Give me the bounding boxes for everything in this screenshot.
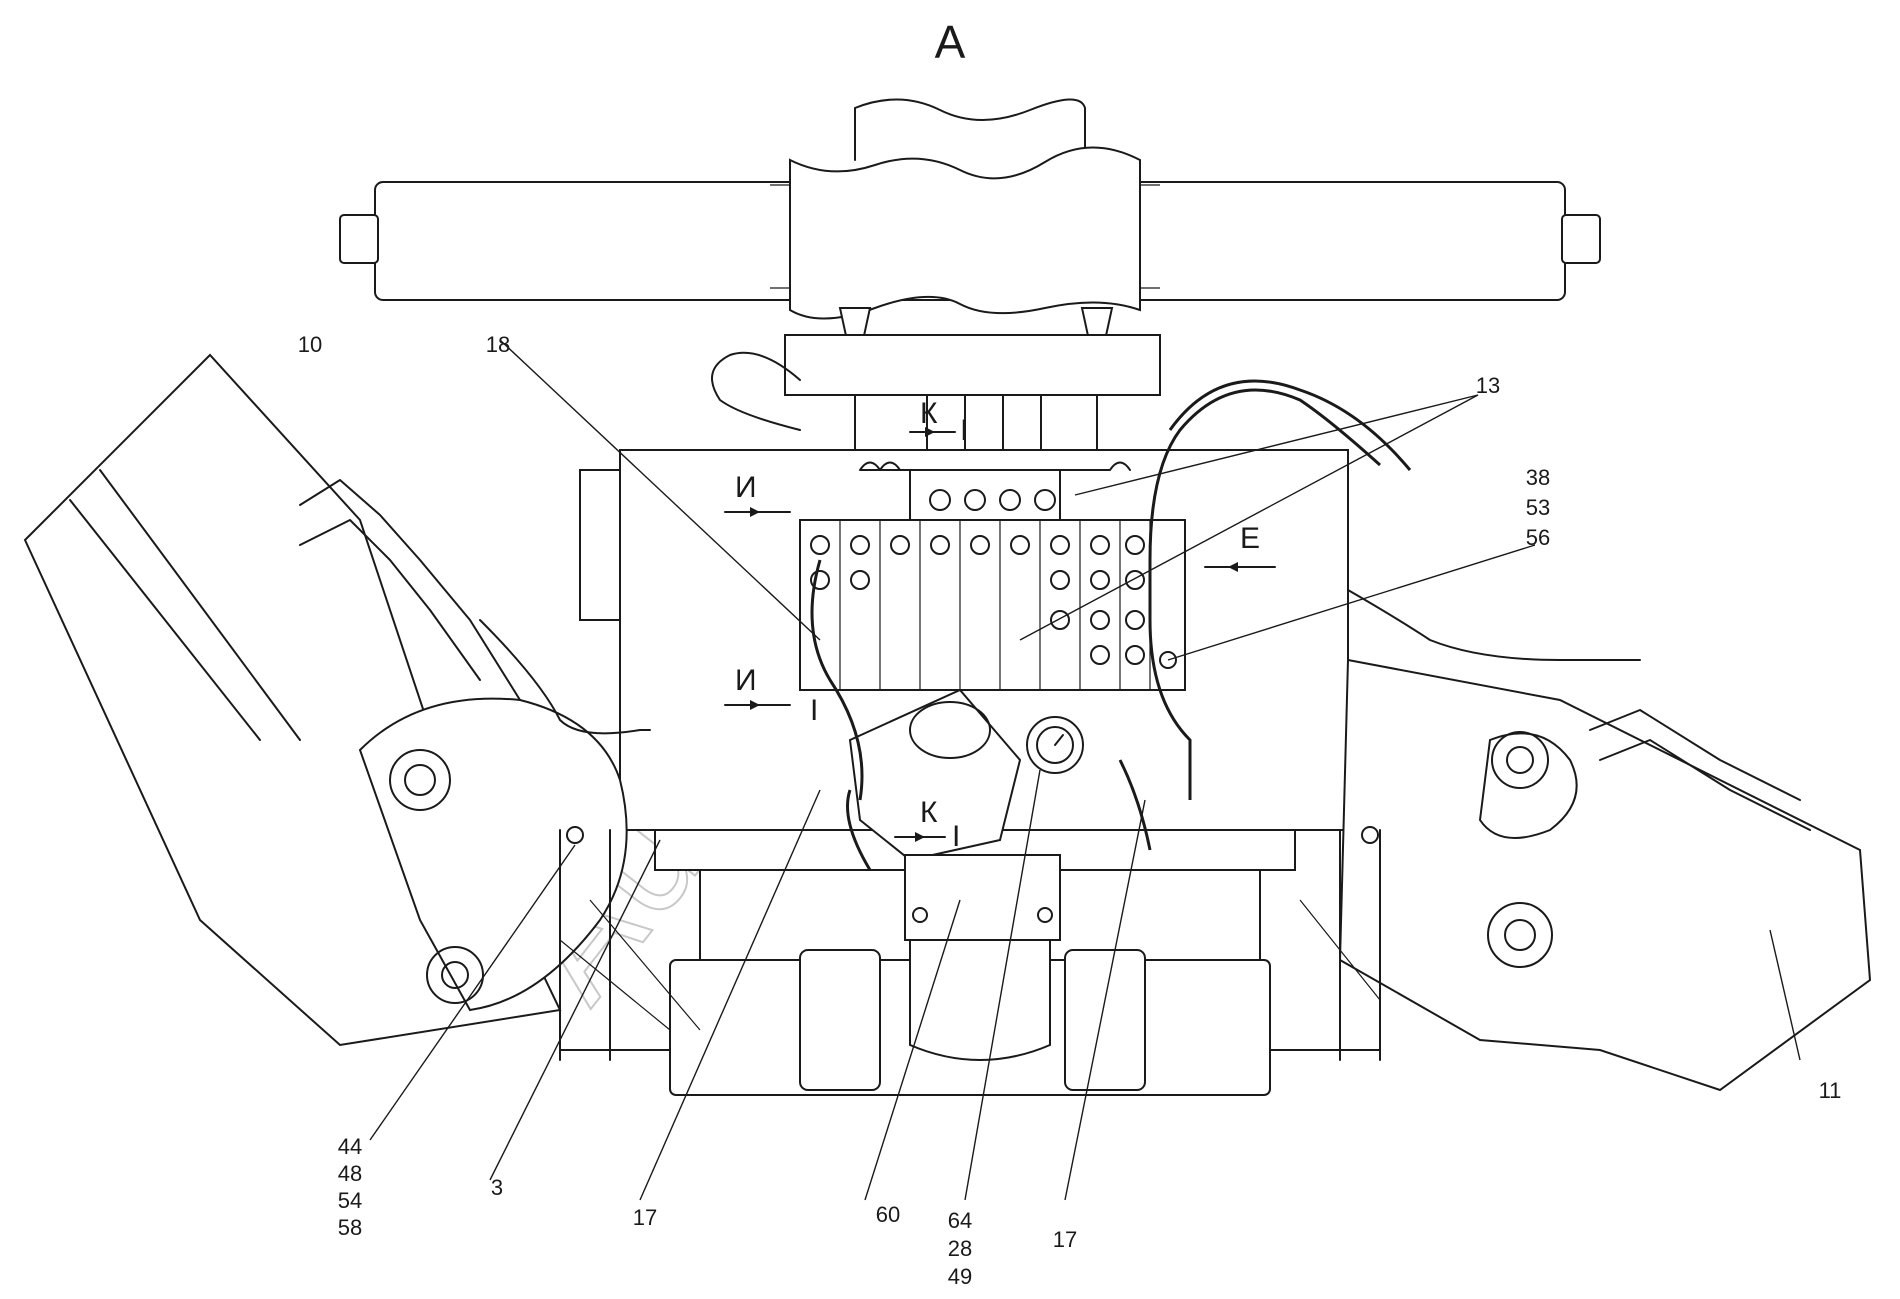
callout-60: 60 [876,1202,900,1227]
callout-17-left: 17 [633,1205,657,1230]
callout-53: 53 [1526,495,1550,520]
callout-17-right: 17 [1053,1227,1077,1252]
section-k-top-roman: I [960,414,968,447]
section-i-lower-roman: I [810,694,818,727]
callout-10: 10 [298,332,322,357]
section-i-upper: И [735,471,757,504]
section-k-lower: К [920,796,938,829]
top-cylinder-assembly [339,98,1601,320]
frame-brackets [559,826,1381,1061]
view-title: А [935,16,966,68]
leader-lines [369,339,1801,1201]
callout-49: 49 [948,1264,972,1289]
callout-28: 28 [948,1236,972,1261]
left-bucket [23,353,651,1047]
section-marks: К I И Е И I К I [724,397,1276,853]
pump-filter-unit [799,688,1146,1091]
callout-13: 13 [1476,373,1500,398]
callout-18: 18 [486,332,510,357]
callout-56: 56 [1526,525,1550,550]
right-bucket [1338,589,1872,1092]
callout-54: 54 [338,1188,362,1213]
callout-3: 3 [491,1175,503,1200]
section-e-right: Е [1240,522,1260,555]
callout-64: 64 [948,1208,972,1233]
section-i-lower: И [735,664,757,697]
distributor-valve-block [799,461,1186,691]
callout-44: 44 [338,1134,362,1159]
callout-58: 58 [338,1215,362,1240]
callout-48: 48 [338,1161,362,1186]
callout-labels: 10 18 13 38 53 56 11 44 48 54 58 3 17 60… [298,332,1842,1289]
section-k-top: К [920,397,938,430]
callout-38: 38 [1526,465,1550,490]
hoses [711,351,1412,871]
section-k-lower-roman: I [952,820,960,853]
callout-11: 11 [1819,1078,1842,1103]
